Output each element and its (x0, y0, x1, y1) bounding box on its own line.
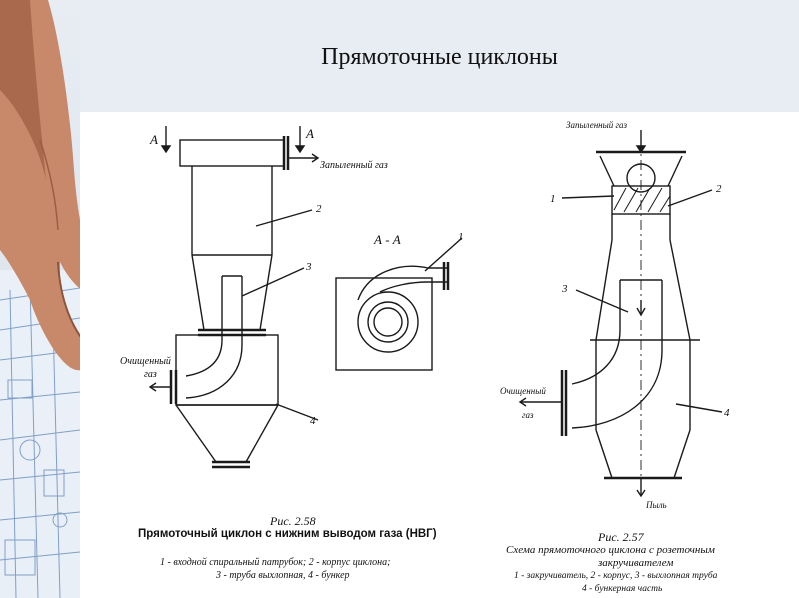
caption-right-line2: закручивателем (598, 557, 674, 569)
cyclone-drawings: А А Запыленный газ 2 3 4 Очищенный газ А… (120, 120, 730, 510)
figure-right-labels: Запыленный газ 1 2 3 4 Очищенный газ Пыл… (500, 120, 730, 510)
section-mark-left: А (149, 132, 158, 147)
label-3-left: 3 (305, 261, 312, 273)
caption-right-legend-2: 4 - бункерная часть (582, 584, 663, 594)
figure-right-drawing (518, 130, 723, 498)
figure-left-drawing (148, 126, 463, 469)
clean-gas-label-right-2: газ (522, 410, 534, 420)
title-band (80, 0, 799, 112)
clean-gas-label-left-2: газ (144, 369, 157, 380)
hand-over-blueprint-photo (0, 0, 80, 598)
caption-right-legend-1: 1 - закручиватель, 2 - корпус, 3 - выхло… (514, 571, 718, 581)
section-mark-right: А (305, 126, 314, 141)
caption-right-number: Рис. 2.57 (598, 530, 644, 544)
caption-left-legend-2: 3 - труба выхлопная, 4 - бункер (216, 570, 350, 581)
dusty-gas-label-left: Запыленный газ (320, 160, 388, 171)
hand (0, 0, 80, 371)
label-2-left: 2 (316, 203, 322, 215)
caption-left-legend-1: 1 - входной спиральный патрубок; 2 - кор… (160, 557, 391, 568)
clean-gas-label-right-1: Очищенный (500, 386, 546, 396)
clean-gas-label-left-1: Очищенный (120, 356, 171, 367)
slide-title: Прямоточные циклоны (321, 44, 558, 70)
dust-label: Пыль (645, 500, 667, 510)
figure-left-labels: А А Запыленный газ 2 3 4 Очищенный газ А… (120, 126, 464, 427)
label-4-left: 4 (310, 415, 316, 427)
caption-left-title: Прямоточный циклон с нижним выводом газа… (138, 528, 437, 540)
caption-right-line1: Схема прямоточного циклона с розеточным (506, 544, 715, 556)
section-title: А - А (373, 232, 401, 247)
label-4-right: 4 (724, 407, 730, 419)
label-1-section: 1 (458, 231, 464, 243)
caption-left-number: Рис. 2.58 (270, 514, 316, 528)
label-1-right: 1 (550, 193, 556, 205)
label-2-right: 2 (716, 183, 722, 195)
label-3-right: 3 (561, 283, 568, 295)
dusty-gas-label-right: Запыленный газ (566, 120, 627, 130)
